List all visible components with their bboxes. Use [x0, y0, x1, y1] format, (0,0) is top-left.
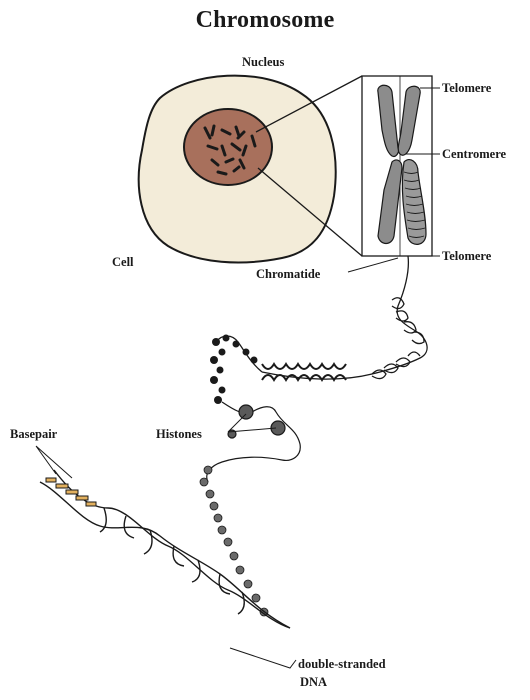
telomere-top-label: Telomere — [442, 82, 491, 95]
histones-label: Histones — [156, 428, 202, 441]
centromere-label: Centromere — [442, 148, 506, 161]
chromatide-label: Chromatide — [256, 268, 320, 281]
dna-label-line2: DNA — [300, 676, 327, 689]
basepair-label: Basepair — [10, 428, 57, 441]
chromatide-pointer — [348, 258, 398, 272]
histones-pointer — [228, 414, 276, 432]
dna-label-line1: double-stranded — [298, 658, 386, 671]
basepair-pointer — [36, 446, 72, 478]
chromatin-fiber — [216, 256, 427, 380]
telomere-bottom-label: Telomere — [442, 250, 491, 263]
dna-pointer — [230, 648, 296, 668]
nucleus-body — [184, 109, 272, 185]
diagram-title: Chromosome — [0, 8, 530, 32]
histone-clusters — [207, 402, 300, 482]
nucleosome-beads — [210, 335, 258, 405]
cell-label: Cell — [112, 256, 134, 269]
nucleus-label: Nucleus — [242, 56, 284, 69]
